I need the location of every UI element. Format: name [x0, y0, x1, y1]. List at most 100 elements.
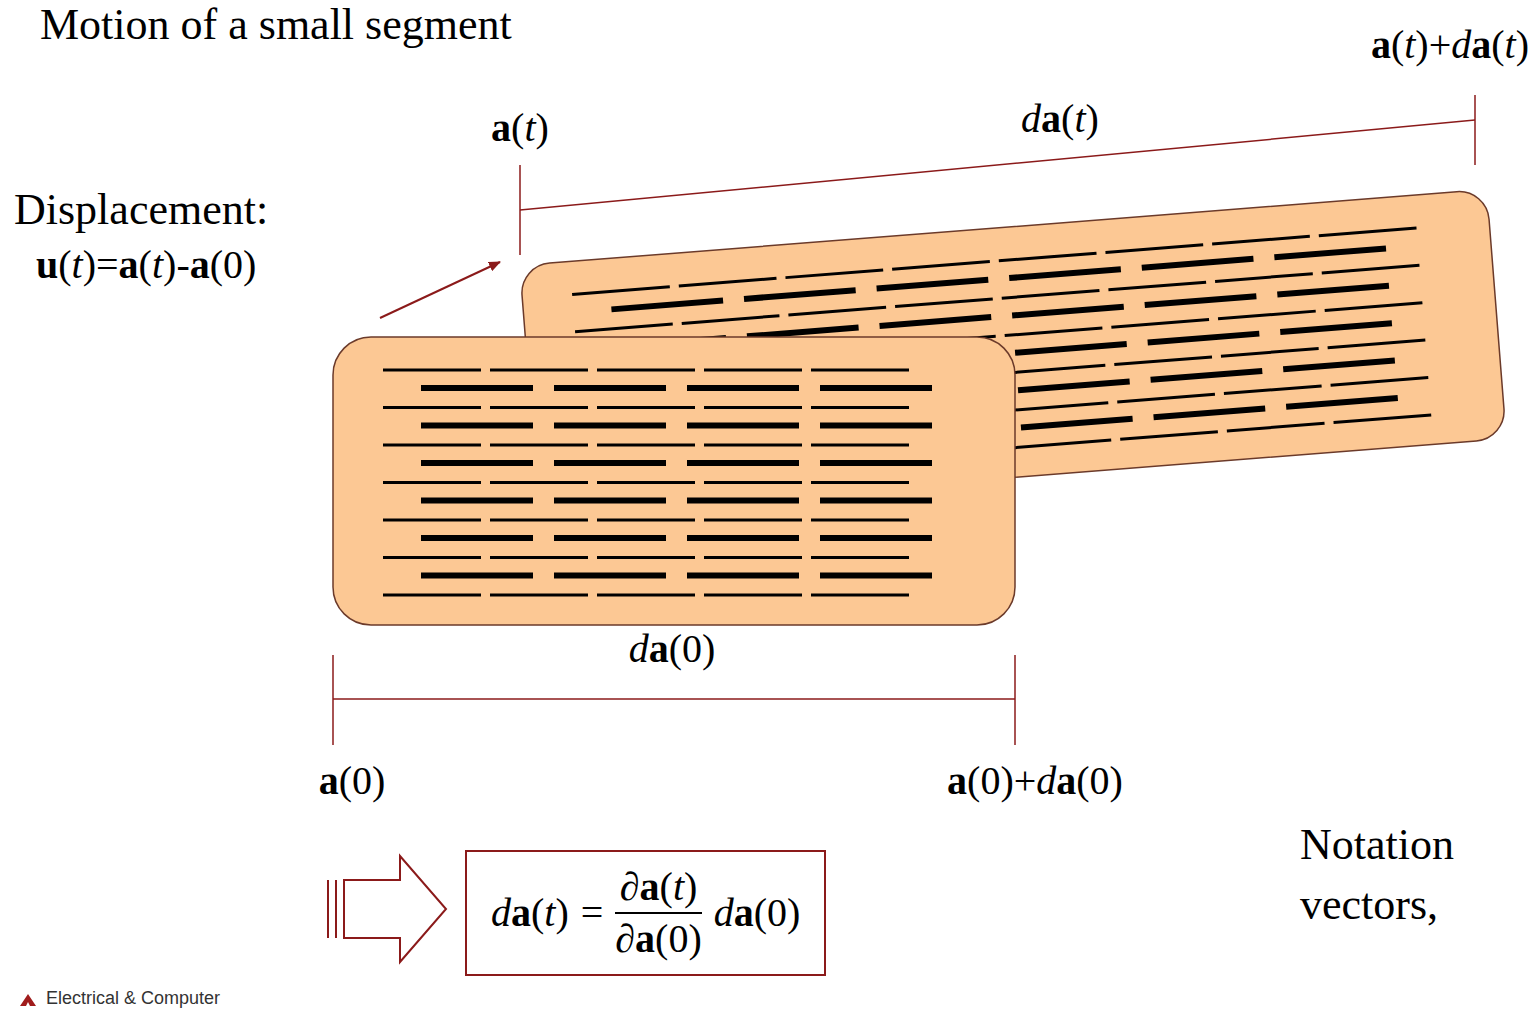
fiber-line: [1325, 303, 1423, 311]
fiber-line: [811, 519, 909, 522]
fiber-line: [421, 460, 533, 466]
fiber-line: [704, 519, 802, 522]
fiber-line: [1334, 415, 1432, 423]
point-label: a(0): [319, 758, 386, 804]
fiber-line: [572, 287, 670, 295]
fiber-line: [490, 556, 588, 559]
implication-arrow: [328, 856, 446, 962]
formula-term: da(0): [714, 890, 801, 936]
fiber-line: [1105, 245, 1203, 253]
fiber-line: [1114, 357, 1212, 365]
fraction: ∂a(t)∂a(0): [615, 864, 701, 962]
fiber-line: [421, 423, 533, 429]
fiber-line: [788, 307, 886, 315]
fiber-line: [1008, 365, 1106, 373]
fiber-line: [597, 519, 695, 522]
fiber-line: [597, 369, 695, 372]
fiber-line: [1009, 269, 1121, 278]
fiber-line: [1221, 349, 1319, 357]
fiber-line: [1218, 311, 1316, 319]
formula-label: u(t)=a(t)-a(0): [36, 242, 256, 288]
fiber-pattern: [383, 370, 932, 595]
fiber-line: [704, 444, 802, 447]
fiber-line: [1015, 344, 1127, 353]
equals-sign: =: [581, 890, 604, 936]
fiber-line: [1018, 381, 1130, 390]
fiber-line: [811, 481, 909, 484]
fiber-line: [1280, 323, 1392, 332]
fiber-line: [383, 369, 481, 372]
fiber-line: [687, 498, 799, 504]
fiber-line: [747, 328, 859, 337]
fiber-line: [704, 369, 802, 372]
fiber-line: [1011, 403, 1109, 411]
fiber-line: [704, 406, 802, 409]
length-label: da(t): [1021, 96, 1099, 142]
fiber-line: [1331, 377, 1429, 385]
fiber-line: [383, 594, 481, 597]
arrow-bar: [335, 880, 337, 938]
fiber-line: [679, 278, 777, 286]
displacement-arrow: [380, 262, 500, 318]
fiber-line: [820, 460, 932, 466]
fiber-line: [687, 535, 799, 541]
point-label: a(t)+da(t): [1371, 22, 1529, 68]
fiber-line: [1283, 361, 1395, 370]
point-label: a(0)+da(0): [947, 758, 1123, 804]
fiber-line: [597, 594, 695, 597]
arrow-outline: [344, 856, 446, 962]
formula-term: da(t): [491, 890, 569, 936]
fiber-line: [820, 498, 932, 504]
fiber-line: [383, 481, 481, 484]
fiber-line: [1277, 286, 1389, 295]
length-label: da(0): [629, 626, 716, 672]
fiber-line: [687, 423, 799, 429]
footer-text: Electrical & Computer: [46, 988, 220, 1009]
fiber-line: [597, 556, 695, 559]
fiber-line: [1322, 265, 1420, 273]
fiber-line: [1005, 328, 1103, 336]
fiber-line: [1142, 259, 1254, 268]
fiber-line: [421, 498, 533, 504]
caption-text: Displacement:: [14, 185, 268, 236]
fiber-line: [490, 444, 588, 447]
fiber-line: [1145, 296, 1257, 305]
tick-line: [1474, 95, 1476, 165]
fiber-line: [687, 460, 799, 466]
dimension-line: [333, 698, 1015, 700]
fiber-line: [554, 460, 666, 466]
fiber-line: [1212, 236, 1310, 244]
fiber-line: [383, 556, 481, 559]
fiber-line: [811, 406, 909, 409]
fiber-line: [1108, 282, 1206, 290]
slide-title: Motion of a small segment: [40, 0, 512, 51]
fraction-numerator: ∂a(t): [620, 864, 698, 910]
fiber-line: [1148, 334, 1260, 343]
fiber-line: [1117, 394, 1215, 402]
fiber-line: [704, 594, 802, 597]
fiber-line: [1120, 432, 1218, 440]
fiber-line: [490, 369, 588, 372]
tick-line: [1014, 655, 1016, 745]
fiber-line: [554, 385, 666, 391]
fiber-line: [687, 573, 799, 579]
fiber-line: [383, 444, 481, 447]
fiber-line: [597, 481, 695, 484]
fiber-line: [490, 594, 588, 597]
fiber-line: [892, 262, 990, 270]
fiber-line: [1002, 291, 1100, 299]
fiber-line: [1014, 440, 1112, 448]
fiber-line: [744, 290, 856, 299]
fiber-line: [1215, 274, 1313, 282]
fiber-line: [597, 406, 695, 409]
fiber-line: [1154, 408, 1266, 417]
fiber-line: [1328, 340, 1426, 348]
fiber-line: [611, 301, 723, 310]
fiber-line: [1274, 248, 1386, 257]
fiber-line: [1224, 386, 1322, 394]
fiber-line: [383, 406, 481, 409]
fiber-line: [421, 385, 533, 391]
fiber-line: [687, 385, 799, 391]
fiber-line: [704, 481, 802, 484]
